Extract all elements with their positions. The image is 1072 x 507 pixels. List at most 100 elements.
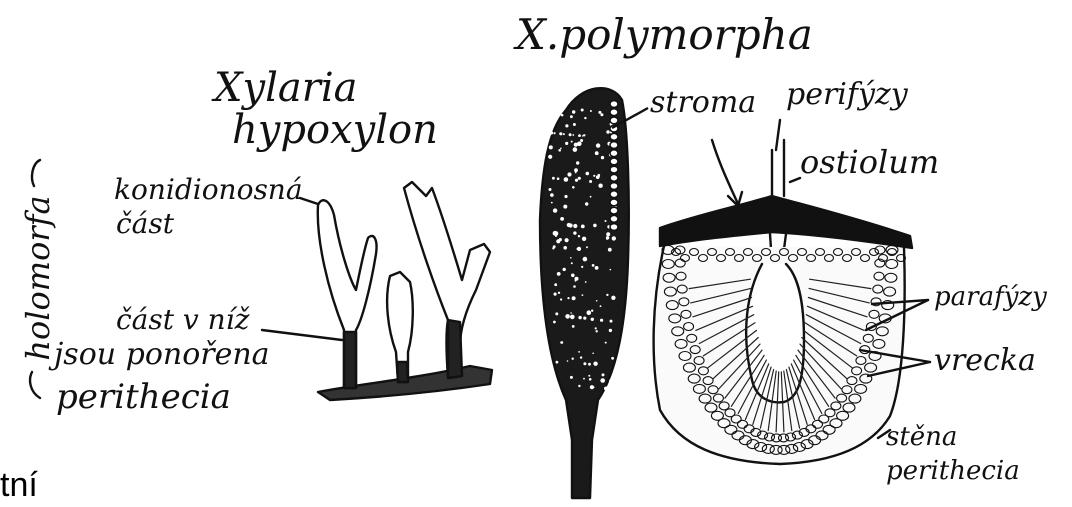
club-speckle bbox=[553, 245, 556, 248]
club-perithecium bbox=[610, 191, 618, 198]
club-speckle bbox=[553, 321, 556, 324]
club-speckle bbox=[552, 177, 555, 180]
club-speckle bbox=[596, 175, 600, 179]
club-speckle bbox=[583, 257, 588, 262]
club-speckle bbox=[600, 319, 603, 322]
club-perithecium bbox=[610, 150, 618, 157]
club-speckle bbox=[567, 297, 569, 299]
club-speckle bbox=[565, 124, 568, 127]
label-stena: stěna bbox=[886, 424, 957, 450]
title-x-polymorpha: X.polymorpha bbox=[516, 14, 813, 56]
club-speckle bbox=[581, 109, 584, 112]
club-speckle bbox=[563, 205, 567, 209]
label-ostiolum: ostiolum bbox=[800, 146, 939, 178]
label-vrecka: vrecka bbox=[934, 346, 1036, 376]
club-speckle bbox=[575, 179, 578, 182]
club-speckle bbox=[610, 269, 612, 271]
club-speckle bbox=[569, 223, 573, 227]
club-speckle bbox=[583, 362, 586, 365]
club-speckle bbox=[578, 177, 581, 180]
club-speckle bbox=[606, 238, 608, 240]
club-speckle bbox=[563, 268, 566, 271]
title-hypoxylon: hypoxylon bbox=[232, 110, 438, 150]
club-speckle bbox=[606, 294, 608, 296]
club-speckle bbox=[567, 360, 569, 362]
club-speckle bbox=[553, 132, 555, 134]
club-speckle bbox=[570, 115, 573, 118]
club-speckle bbox=[609, 329, 612, 332]
club-speckle bbox=[574, 143, 578, 147]
club-speckle bbox=[571, 274, 575, 278]
club-speckle bbox=[593, 362, 597, 366]
club-speckle bbox=[565, 314, 570, 319]
club-speckle bbox=[600, 305, 602, 307]
club-speckle bbox=[572, 110, 575, 113]
club-speckle bbox=[559, 238, 562, 241]
club-speckle bbox=[572, 186, 575, 189]
club-speckle bbox=[576, 161, 579, 164]
club-speckle bbox=[578, 385, 580, 387]
club-speckle bbox=[584, 117, 586, 119]
club-speckle bbox=[609, 379, 613, 383]
club-speckle bbox=[550, 131, 553, 134]
club-speckle bbox=[582, 135, 584, 137]
club-speckle bbox=[583, 317, 586, 320]
club-speckle bbox=[580, 356, 582, 358]
fungus-1-perithecial-part bbox=[344, 332, 356, 388]
club-speckle bbox=[572, 296, 576, 300]
club-speckle bbox=[573, 231, 576, 234]
club-speckle bbox=[610, 320, 613, 323]
club-speckle bbox=[573, 123, 576, 126]
club-speckle bbox=[589, 378, 592, 381]
club-speckle bbox=[605, 220, 607, 222]
club-perithecium bbox=[610, 166, 618, 173]
club-speckle bbox=[554, 283, 557, 286]
label-konidionosna: konidionosná bbox=[114, 176, 303, 204]
club-speckle bbox=[589, 180, 592, 183]
club-speckle bbox=[598, 184, 602, 188]
club-perithecium bbox=[610, 142, 618, 149]
club-perithecium bbox=[610, 133, 618, 140]
leader-ostiolum bbox=[790, 178, 800, 182]
club-speckle bbox=[598, 111, 601, 114]
club-speckle bbox=[596, 330, 598, 332]
label-jsou-ponorena: jsou ponořena bbox=[54, 340, 270, 370]
club-speckle bbox=[558, 149, 561, 152]
label-cast-v-niz: část v níž bbox=[116, 306, 249, 334]
club-perithecium bbox=[610, 158, 618, 165]
club-speckle bbox=[586, 246, 588, 248]
club-speckle bbox=[585, 281, 587, 283]
club-speckle bbox=[571, 262, 573, 264]
club-speckle bbox=[588, 363, 591, 366]
club-perithecium bbox=[610, 207, 618, 214]
club-speckle bbox=[583, 378, 585, 380]
club-speckle bbox=[595, 266, 599, 270]
club-speckle bbox=[560, 217, 564, 221]
title-xylaria: Xylaria bbox=[214, 68, 357, 108]
club-speckle bbox=[556, 361, 559, 364]
club-speckle bbox=[608, 248, 612, 252]
club-speckle bbox=[570, 312, 572, 314]
club-perithecium bbox=[610, 101, 618, 108]
club-speckle bbox=[550, 193, 554, 197]
label-perifyzy: perifýzy bbox=[786, 80, 908, 110]
club-speckle bbox=[574, 168, 578, 172]
label-parafyzy: parafýzy bbox=[934, 284, 1047, 310]
club-speckle bbox=[554, 293, 557, 296]
club-speckle bbox=[573, 147, 578, 152]
club-speckle bbox=[571, 141, 573, 143]
label-cast: část bbox=[116, 210, 174, 238]
footer-text: tní bbox=[0, 468, 38, 502]
club-perithecium bbox=[610, 215, 618, 222]
club-speckle bbox=[557, 177, 560, 180]
club-speckle bbox=[549, 145, 553, 149]
club-speckle bbox=[560, 298, 562, 300]
label-holomorfa: holomorfa bbox=[22, 168, 54, 388]
club-speckle bbox=[595, 151, 599, 155]
club-speckle bbox=[569, 133, 572, 136]
club-speckle bbox=[570, 315, 575, 320]
club-speckle bbox=[560, 148, 562, 150]
club-speckle bbox=[578, 316, 581, 319]
club-speckle bbox=[611, 357, 614, 360]
